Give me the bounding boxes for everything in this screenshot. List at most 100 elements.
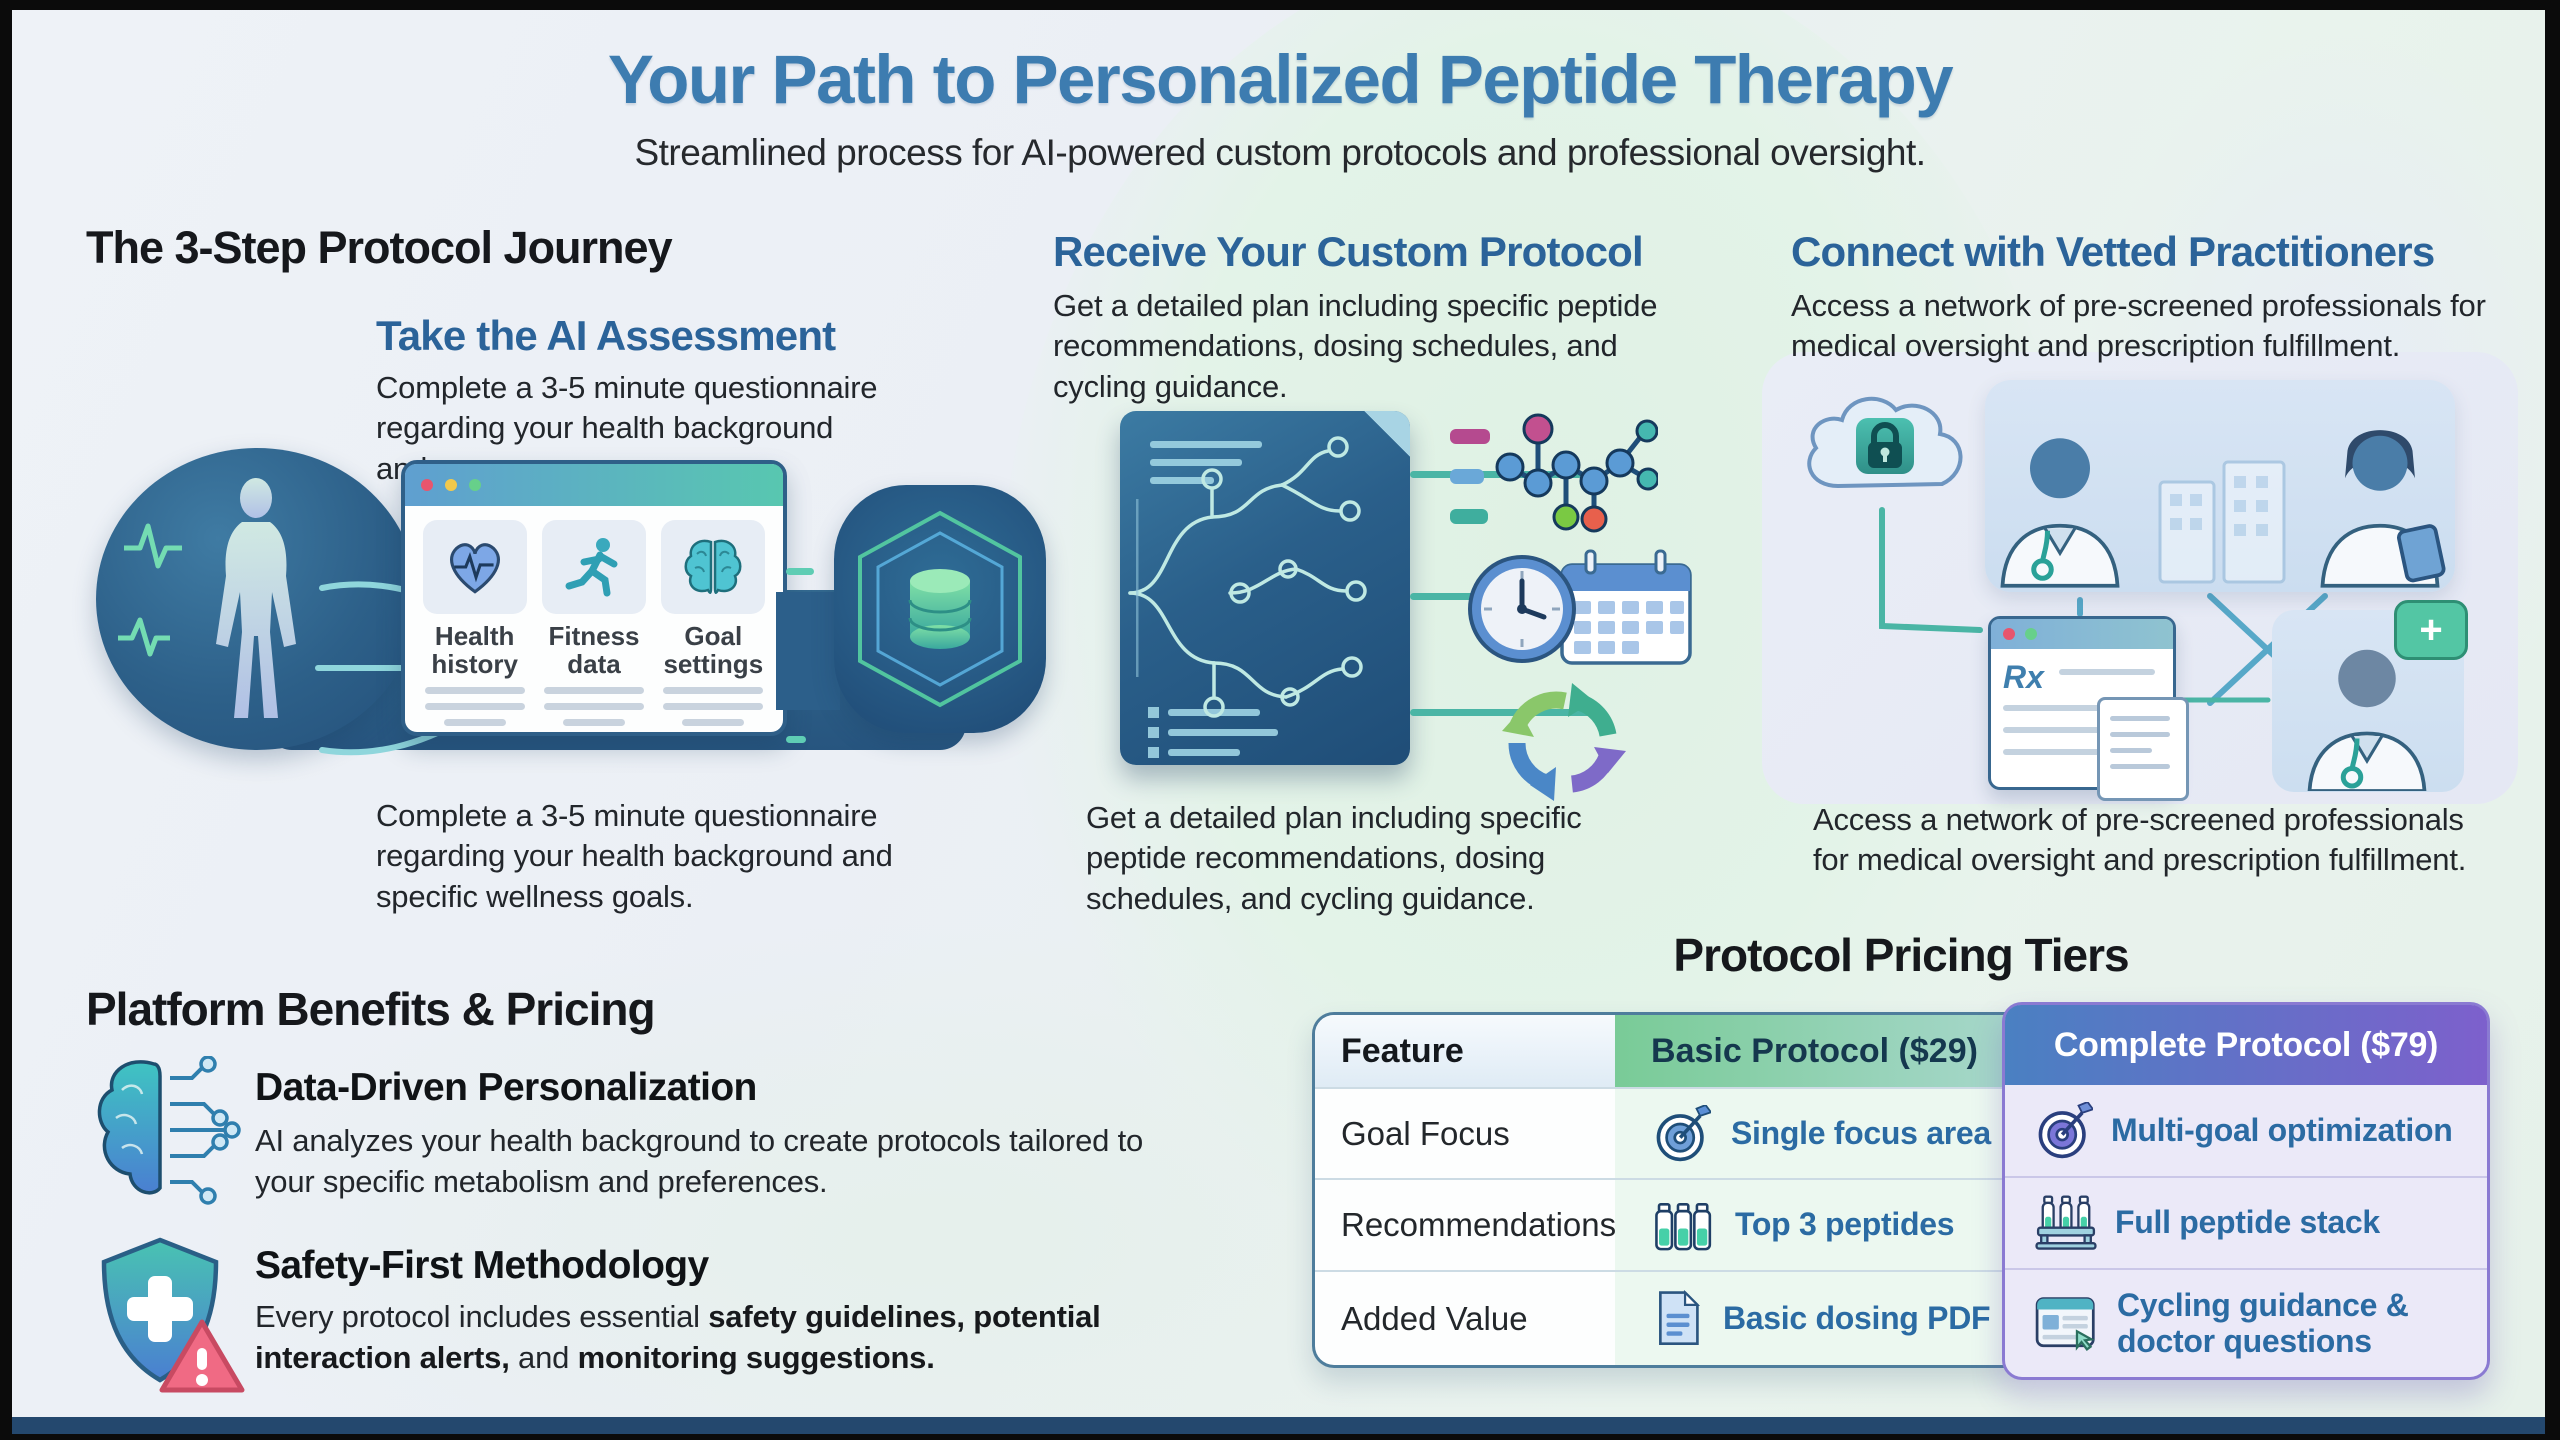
placeholder-line [663, 703, 764, 711]
pricing-col-complete: Complete Protocol ($79) [2005, 1005, 2487, 1085]
pricing-complete-goal-focus: Multi-goal optimization [2005, 1085, 2487, 1176]
benefit2-title: Safety-First Methodology [255, 1244, 709, 1287]
pricing-complete-column: Complete Protocol ($79) Multi-goal optim… [2002, 1002, 2490, 1380]
assessment-card-goals: Goal settings [659, 520, 767, 732]
connector-bar [776, 592, 840, 710]
clock-calendar-icon [1468, 549, 1692, 665]
step2-title: Receive Your Custom Protocol [1053, 228, 1644, 275]
vial-rack-icon [2035, 1195, 2097, 1250]
cloud-lock-icon [1807, 396, 1963, 489]
pricing-col-basic: Basic Protocol ($29) [1615, 1015, 2014, 1087]
page-subtitle: Streamlined process for AI-powered custo… [634, 132, 1926, 173]
benefit2-text: Every protocol includes essential safety… [255, 1299, 1101, 1376]
connector-line [1410, 709, 1592, 716]
assessment-browser-window: Health history [401, 460, 787, 736]
browser-dot-yellow-icon [445, 479, 457, 491]
pricing-col-feature: Feature [1315, 1015, 1615, 1087]
protocol-document-icon [1120, 411, 1410, 765]
step2-intro-text: Get a detailed plan including specific p… [1053, 288, 1658, 404]
placeholder-line [663, 687, 764, 695]
pricing-table: Feature Basic Protocol ($29) Goal Focus … [1312, 1012, 2014, 1368]
placeholder-line [443, 719, 506, 727]
secure-data-hexagon [834, 485, 1046, 733]
step3-illustration: Rx + [1780, 368, 2496, 801]
pricing-feature-added-value: Added Value [1341, 1299, 1528, 1337]
body-scan-circle [96, 448, 418, 750]
dash-mark [786, 568, 814, 575]
browser-dot-red-icon [421, 479, 433, 491]
placeholder-line [424, 687, 525, 695]
pricing-basic-recommendations: Top 3 peptides [1615, 1180, 2014, 1270]
consult-doctor-panel: + [2272, 600, 2468, 792]
placeholder-line [2059, 669, 2155, 675]
connector-line [1410, 471, 1582, 478]
browser-body: Health history [405, 506, 783, 732]
pricing-feature-recommendations: Recommendations [1341, 1206, 1617, 1243]
bottom-accent-bar [12, 1417, 2545, 1434]
doctor-male-icon [2000, 438, 2120, 588]
step1-title: Take the AI Assessment [376, 312, 836, 359]
step2-illustration [1112, 405, 1712, 805]
rx-label: Rx [2003, 659, 2044, 695]
document-page-icon [2097, 697, 2189, 801]
step3-title: Connect with Vetted Practitioners [1791, 228, 2435, 275]
frame-top [0, 0, 2560, 10]
brain-circuit-icon [97, 1056, 241, 1205]
rx-dot-red-icon [2003, 628, 2015, 640]
page-fold-icon [1364, 411, 1410, 457]
frame-bottom [0, 1434, 2560, 1440]
assessment-card-health: Health history [421, 520, 529, 732]
prescription-window: Rx [1988, 616, 2189, 801]
browser-titlebar [405, 464, 783, 506]
placeholder-line [562, 719, 625, 727]
pricing-heading: Protocol Pricing Tiers [1673, 929, 2129, 981]
peptide-molecule-icon [1450, 413, 1658, 533]
step2-caption-text: Get a detailed plan including specific p… [1086, 800, 1582, 916]
pricing-complete-recommendations: Full peptide stack [2005, 1176, 2487, 1268]
step3-caption-text: Access a network of pre-screened profess… [1813, 802, 2467, 878]
benefit1-title: Data-Driven Personalization [255, 1066, 757, 1109]
hospital-building-icon [2158, 460, 2286, 584]
card-label: Fitness data [548, 621, 640, 680]
heart-pulse-icon [422, 520, 527, 614]
doctor-consult-icon [2307, 649, 2427, 791]
pricing-basic-added-value: Basic dosing PDF [1615, 1272, 2014, 1365]
dash-mark [786, 736, 806, 743]
shield-alert-icon [101, 1237, 245, 1393]
benefit1-text: AI analyzes your health background to cr… [255, 1123, 1144, 1200]
journey-heading: The 3-Step Protocol Journey [86, 222, 673, 273]
benefits-heading: Platform Benefits & Pricing [86, 983, 656, 1035]
human-body-icon [118, 478, 296, 718]
doctor-female-icon [2320, 430, 2446, 588]
placeholder-line [2003, 727, 2155, 733]
placeholder-line [2003, 705, 2155, 711]
pdf-document-icon [1659, 1289, 1701, 1345]
step1-illustration: Health history [86, 440, 1046, 920]
placeholder-line [543, 687, 644, 695]
pricing-feature-goal-focus: Goal Focus [1341, 1114, 1510, 1152]
page-title: Your Path to Personalized Peptide Therap… [607, 41, 1954, 118]
placeholder-line [543, 703, 644, 711]
brain-icon [661, 520, 766, 614]
chat-plus-bubble-icon: + [2394, 600, 2468, 660]
pricing-basic-goal-focus: Single focus area [1615, 1089, 2014, 1178]
peptide-vials-icon [1655, 1203, 1712, 1251]
placeholder-line [682, 719, 745, 727]
guide-window-icon [2035, 1296, 2095, 1351]
step1-caption-text: Complete a 3-5 minute questionnaire rega… [376, 798, 893, 914]
cycle-arrows-icon [1502, 683, 1626, 801]
target-icon [2038, 1101, 2093, 1158]
database-hexagon-icon [858, 510, 1022, 708]
pricing-complete-added-value: Cycling guidance & doctor questions [2005, 1268, 2487, 1377]
runner-icon [541, 520, 646, 614]
rx-window-titlebar [1991, 619, 2173, 649]
placeholder-line [424, 703, 525, 711]
card-label: Health history [431, 621, 518, 680]
step3-intro-text: Access a network of pre-screened profess… [1791, 288, 2486, 364]
placeholder-line [2003, 749, 2113, 755]
frame-right [2545, 0, 2560, 1440]
practitioners-panel [1985, 380, 2455, 592]
frame-left [0, 0, 12, 1440]
rx-dot-green-icon [2025, 628, 2037, 640]
